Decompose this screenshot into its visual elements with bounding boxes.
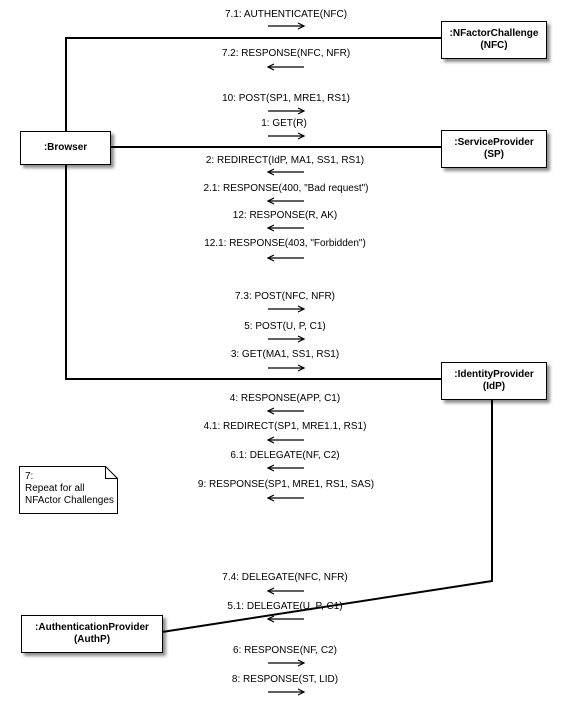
note-line-2: Repeat for all: [25, 483, 85, 494]
message-label-4-1: 4.1: REDIRECT(SP1, MRE1.1, RS1): [203, 421, 367, 432]
message-arrow-m1: [268, 132, 306, 140]
object-nfactor-challenge-alias: (NFC): [480, 40, 508, 51]
object-authentication-provider[interactable]: :AuthenticationProvider (AuthP): [21, 615, 163, 653]
message-label-5-1: 5.1: DELEGATE(U, P, C1): [227, 601, 343, 612]
message-label-7-3: 7.3: POST(NFC, NFR): [234, 291, 336, 302]
object-identity-provider-name: :IdentityProvider: [454, 369, 534, 380]
message-arrow-m8: [268, 688, 306, 696]
message-label-2: 2: REDIRECT(IdP, MA1, SS1, RS1): [205, 155, 365, 166]
message-label-3: 3: GET(MA1, SS1, RS1): [230, 349, 340, 360]
message-label-7-1: 7.1: AUTHENTICATE(NFC): [224, 9, 348, 20]
message-arrow-m72: [266, 63, 304, 71]
message-arrow-m21: [266, 197, 304, 205]
note-line-1: 7:: [25, 471, 34, 482]
message-label-10: 10: POST(SP1, MRE1, RS1): [222, 93, 350, 104]
message-label-7-4: 7.4: DELEGATE(NFC, NFR): [222, 572, 348, 583]
object-browser[interactable]: :Browser: [20, 131, 111, 165]
message-label-2-1: 2.1: RESPONSE(400, "Bad request"): [203, 183, 369, 194]
message-arrow-m5: [268, 335, 306, 343]
message-arrow-m9: [266, 494, 304, 502]
message-label-9: 9: RESPONSE(SP1, MRE1, RS1, SAS): [197, 479, 375, 490]
message-arrow-m4: [266, 407, 304, 415]
object-authentication-provider-name: :AuthenticationProvider: [35, 622, 149, 633]
message-arrow-m10: [268, 107, 306, 115]
message-arrow-m61: [266, 464, 304, 472]
message-label-5: 5: POST(U, P, C1): [244, 321, 326, 332]
message-label-12: 12: RESPONSE(R, AK): [232, 210, 338, 221]
message-label-6: 6: RESPONSE(NF, C2): [233, 645, 337, 656]
object-identity-provider[interactable]: :IdentityProvider (IdP): [441, 362, 547, 400]
message-arrow-m73: [268, 305, 306, 313]
note-shape: [19, 466, 118, 514]
message-label-12-1: 12.1: RESPONSE(403, "Forbidden"): [204, 238, 366, 249]
message-label-7-2: 7.2: RESPONSE(NFC, NFR): [221, 48, 351, 59]
message-arrows: [266, 22, 306, 696]
message-label-8: 8: RESPONSE(ST, LID): [231, 674, 339, 685]
message-arrow-m2: [266, 168, 304, 176]
object-service-provider-alias: (SP): [484, 149, 504, 160]
message-arrow-m6: [268, 659, 306, 667]
object-browser-name: :Browser: [43, 142, 88, 153]
note-line-3: NFActor Challenges: [25, 495, 114, 506]
message-arrow-m12: [266, 224, 304, 232]
object-identity-provider-alias: (IdP): [482, 381, 506, 392]
object-service-provider[interactable]: :ServiceProvider (SP): [441, 130, 547, 168]
message-arrow-m121: [266, 254, 304, 262]
message-arrow-m51: [266, 615, 304, 623]
note-repeat: 7: Repeat for all NFActor Challenges: [19, 466, 118, 514]
message-label-6-1: 6.1: DELEGATE(NF, C2): [230, 450, 340, 461]
message-label-4: 4: RESPONSE(APP, C1): [229, 393, 341, 404]
link-browser-nfactor: [65, 37, 441, 131]
message-arrow-m3: [268, 364, 306, 372]
message-arrow-m74: [266, 587, 304, 595]
object-nfactor-challenge[interactable]: :NFactorChallenge (NFC): [441, 21, 547, 59]
message-arrow-m71: [268, 22, 306, 30]
object-nfactor-challenge-name: :NFactorChallenge: [449, 28, 539, 39]
message-label-1: 1: GET(R): [261, 118, 307, 129]
link-browser-identity: [65, 164, 441, 380]
object-service-provider-name: :ServiceProvider: [454, 137, 534, 148]
link-identity-auth: [161, 397, 493, 633]
message-arrow-m41: [266, 436, 304, 444]
object-authentication-provider-alias: (AuthP): [73, 634, 111, 645]
